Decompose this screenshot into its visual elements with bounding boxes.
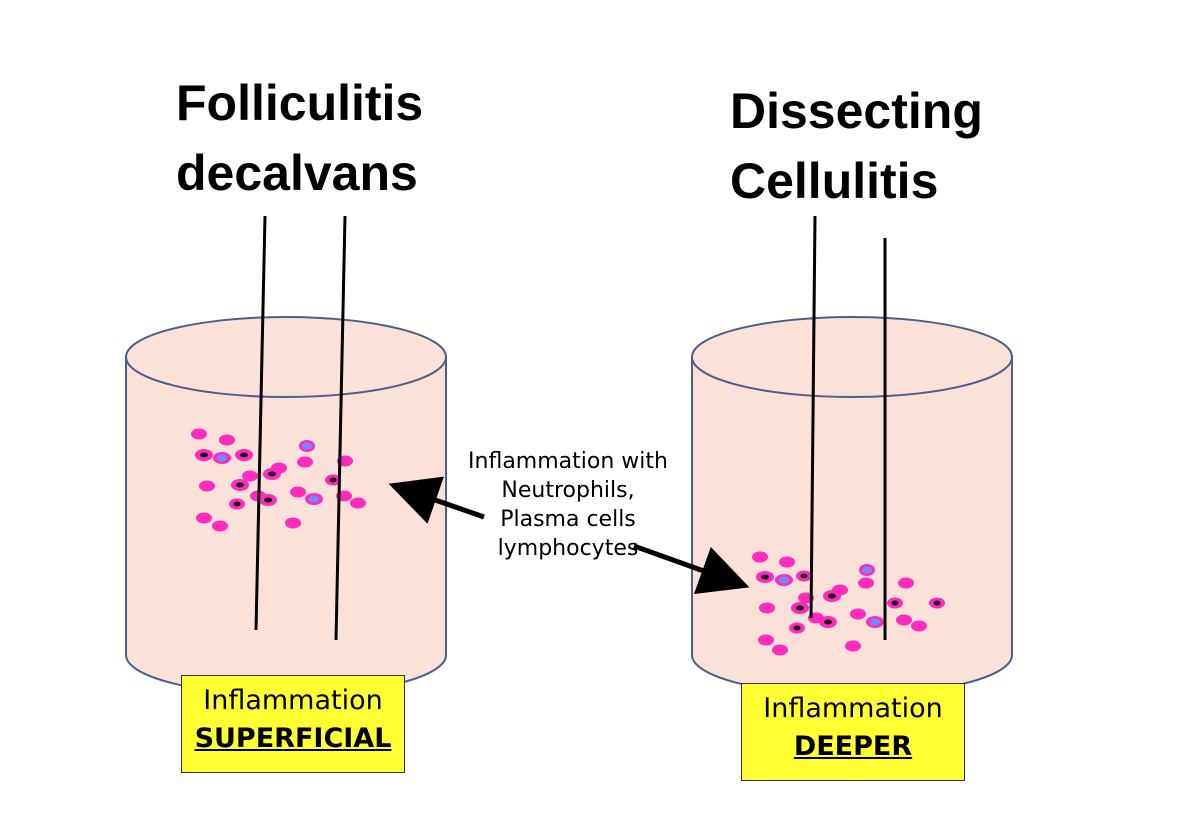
label-right-line-2: DEEPER <box>793 731 913 762</box>
hair-shaft-left-2 <box>334 215 347 641</box>
arrow-to-superficial <box>388 476 485 524</box>
label-box-deeper: Inflammation DEEPER <box>741 683 965 781</box>
inflammation-annotation: Inflammation with Neutrophils, Plasma ce… <box>452 447 684 563</box>
title-left-line-1: Folliculitis <box>176 75 424 131</box>
title-left-line-2: decalvans <box>176 145 418 201</box>
label-right-line-1: Inflammation <box>763 693 943 724</box>
arrow-to-deeper <box>633 543 750 595</box>
cell-cluster-left <box>191 428 366 532</box>
cylinder-left-body <box>125 356 447 696</box>
cylinder-left-top <box>125 316 447 398</box>
annotation-line-4: lymphocytes <box>497 536 639 561</box>
hair-shaft-left-1 <box>254 215 267 631</box>
label-left-line-1: Inflammation <box>203 685 383 716</box>
annotation-line-2: Neutrophils, <box>501 478 635 503</box>
label-left-line-2: SUPERFICIAL <box>194 723 392 754</box>
annotation-line-3: Plasma cells <box>500 507 636 532</box>
title-right-line-2: Cellulitis <box>730 153 939 209</box>
cylinder-right <box>691 316 1013 696</box>
label-box-superficial: Inflammation SUPERFICIAL <box>181 675 405 773</box>
cylinder-right-top <box>691 316 1013 398</box>
cylinder-left <box>125 316 447 696</box>
cell-nuclei-left <box>200 442 337 507</box>
title-dissecting-cellulitis: Dissecting Cellulitis <box>730 76 983 216</box>
cell-nuclei-right <box>761 566 941 631</box>
title-folliculitis-decalvans: Folliculitis decalvans <box>176 68 423 208</box>
hair-shaft-right-1 <box>809 215 817 619</box>
title-right-line-1: Dissecting <box>730 83 983 139</box>
annotation-line-1: Inflammation with <box>468 449 668 474</box>
